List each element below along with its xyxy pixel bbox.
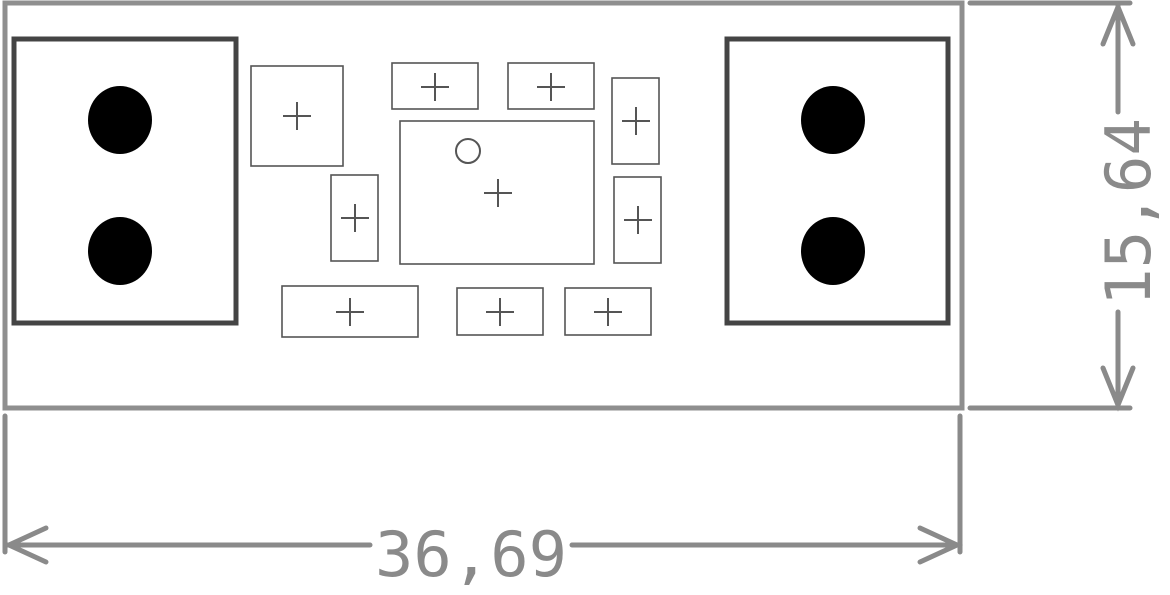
component-top-1 <box>391 62 479 110</box>
right-connector-pad-2 <box>801 217 865 285</box>
component-left-vertical <box>330 174 379 262</box>
right-connector-pad-1 <box>801 86 865 154</box>
width-arrow-left <box>3 525 49 565</box>
left-connector-pad-2 <box>88 217 152 285</box>
component-bottom-wide <box>281 285 419 338</box>
component-top-2 <box>507 62 595 110</box>
ic-center <box>399 120 595 265</box>
width-dimension-label: 36,69 <box>375 518 567 591</box>
ic-pin1-marker <box>455 138 481 164</box>
width-dimension <box>2 413 963 565</box>
left-connector-body <box>11 36 239 326</box>
height-dimension <box>967 0 1136 412</box>
component-bottom-2 <box>456 287 544 336</box>
right-connector <box>724 36 951 326</box>
component-bottom-3 <box>564 287 652 336</box>
component-right-top <box>611 77 660 165</box>
height-dimension-label: 15,64 <box>1092 118 1165 306</box>
height-arrow-top <box>1100 0 1136 47</box>
right-connector-body <box>724 36 951 326</box>
component-large-left <box>250 65 344 167</box>
height-arrow-bottom <box>1100 365 1136 412</box>
component-right-middle <box>613 176 662 264</box>
board-outline <box>2 0 965 411</box>
width-arrow-right <box>917 525 963 565</box>
left-connector-pad-1 <box>88 86 152 154</box>
left-connector <box>11 36 239 326</box>
